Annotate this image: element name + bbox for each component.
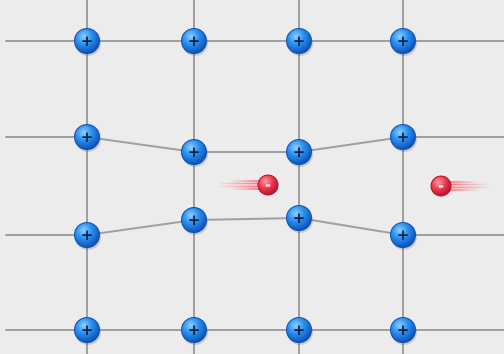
electron-charge-label: - [265,178,271,194]
ion-charge-label: + [293,321,306,339]
electron-charge-label: - [438,179,444,195]
ion-charge-label: + [397,226,410,244]
ion-charge-label: + [188,211,201,229]
ion-charge-label: + [397,32,410,50]
ion-charge-label: + [293,143,306,161]
electron-icon: - [431,176,451,196]
ion-charge-label: + [81,32,94,50]
ion-charge-label: + [188,143,201,161]
electron-icon: - [258,175,278,195]
ion-charge-label: + [293,32,306,50]
ion-charge-label: + [188,321,201,339]
ion-charge-label: + [397,321,410,339]
ion-charge-label: + [397,128,410,146]
ion-charge-label: + [293,209,306,227]
ion-charge-label: + [81,321,94,339]
ion-charge-label: + [81,226,94,244]
ion-charge-label: + [188,32,201,50]
ion-charge-label: + [81,128,94,146]
